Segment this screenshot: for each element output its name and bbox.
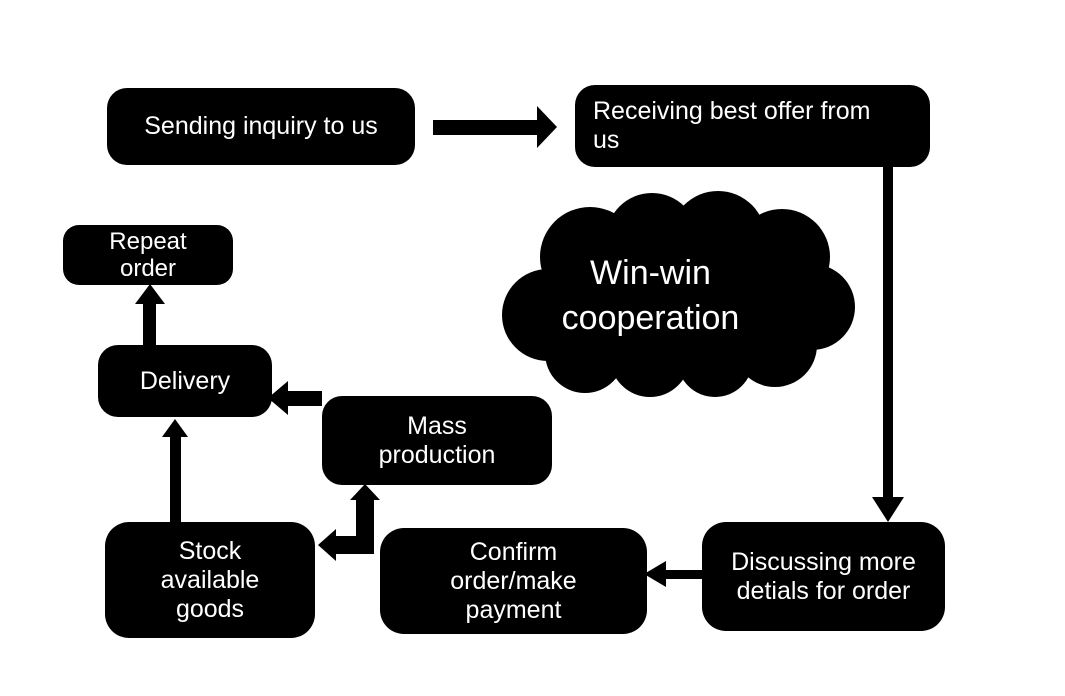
node-label: Receiving best offer from [593, 97, 871, 125]
node-confirm-order-make-payment: Confirm order/make payment [380, 528, 647, 634]
node-label: order [119, 255, 177, 282]
node-sending-inquiry: Sending inquiry to us [107, 88, 415, 165]
node-label: production [378, 440, 496, 469]
arrow-shaft [288, 391, 322, 406]
arrow-head-left [318, 529, 336, 561]
arrow-head-right [537, 106, 557, 148]
node-stock-available-goods: Stock available goods [105, 522, 315, 638]
cloud-win-win-cooperation: Win-win cooperation [490, 191, 855, 397]
cloud-label-line: Win-win [590, 254, 711, 292]
arrow-head-left [268, 381, 288, 415]
cloud-shape [502, 191, 855, 397]
node-label: detials for order [736, 576, 911, 605]
arrow-head-down [872, 497, 904, 522]
cloud-label-line: cooperation [561, 299, 740, 337]
node-label: Sending inquiry to us [144, 112, 378, 140]
arrow-shaft [143, 303, 156, 345]
cloud-label: Win-win cooperation [468, 195, 833, 397]
node-label: Discussing more [731, 547, 916, 576]
arrow-shaft [883, 167, 893, 499]
arrow-shaft-vertical [356, 499, 374, 545]
node-label: available [160, 565, 260, 594]
arrow-head-up [162, 419, 188, 437]
arrow-shaft [666, 570, 702, 579]
node-label: us [593, 126, 620, 154]
node-delivery: Delivery [98, 345, 272, 417]
node-label: Confirm [469, 537, 558, 566]
node-label: Repeat [109, 228, 187, 255]
node-label: Stock [178, 536, 242, 565]
node-label: Delivery [139, 366, 231, 395]
node-receiving-best-offer: Receiving best offer from us [575, 85, 930, 167]
arrow-head-left [644, 561, 666, 587]
node-mass-production: Mass production [322, 396, 552, 485]
node-repeat-order: Repeat order [63, 225, 233, 285]
node-label: goods [175, 594, 245, 623]
node-label: payment [465, 595, 562, 624]
arrow-shaft [170, 436, 181, 523]
arrow-shaft-horizontal [336, 536, 374, 554]
node-discussing-more-details: Discussing more detials for order [702, 522, 945, 631]
arrow-head-up [350, 484, 380, 500]
node-label: order/make [450, 566, 577, 595]
node-label: Mass [407, 411, 467, 440]
arrow-shaft [433, 120, 537, 135]
arrow-head-up [135, 284, 165, 304]
